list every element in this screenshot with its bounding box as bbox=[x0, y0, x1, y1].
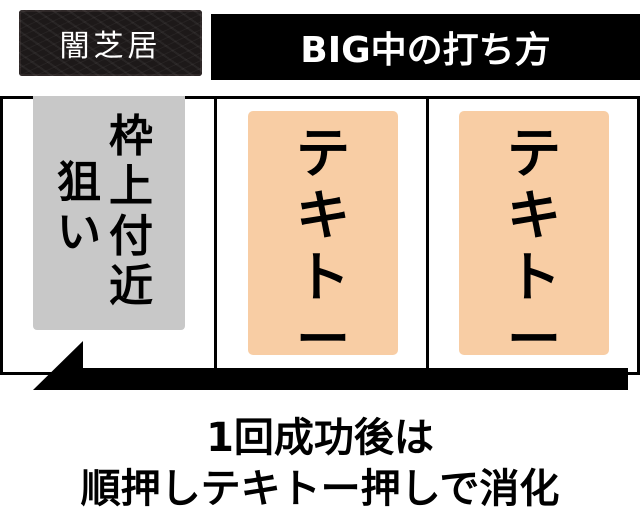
right-reel-box: テキトー bbox=[459, 111, 609, 371]
logo: 闇芝居 bbox=[19, 10, 202, 76]
title-bar: BIG中の打ち方 bbox=[211, 14, 640, 80]
reel-divider-1 bbox=[214, 96, 217, 375]
bottom-text-line2: 順押しテキトー押しで消化 bbox=[80, 466, 560, 512]
reel-divider-2 bbox=[426, 96, 429, 375]
left-reel-instruction-line2: 狙い bbox=[57, 157, 101, 258]
page-title: BIG中の打ち方 bbox=[300, 30, 551, 71]
bottom-text-line1: 1回成功後は bbox=[206, 415, 434, 461]
reel-divider-left-edge bbox=[0, 96, 3, 375]
left-reel-box bbox=[33, 96, 185, 330]
arrow-left-icon bbox=[33, 341, 83, 390]
arrow-shaft bbox=[65, 368, 628, 390]
right-reel-instruction: テキトー bbox=[507, 122, 561, 371]
logo-text: 闇芝居 bbox=[59, 29, 162, 64]
center-reel-instruction: テキトー bbox=[296, 122, 350, 371]
reel-divider-right-edge bbox=[637, 96, 640, 375]
left-reel-instruction-line1: 枠上付近 bbox=[109, 111, 153, 312]
center-reel-box: テキトー bbox=[248, 111, 398, 371]
